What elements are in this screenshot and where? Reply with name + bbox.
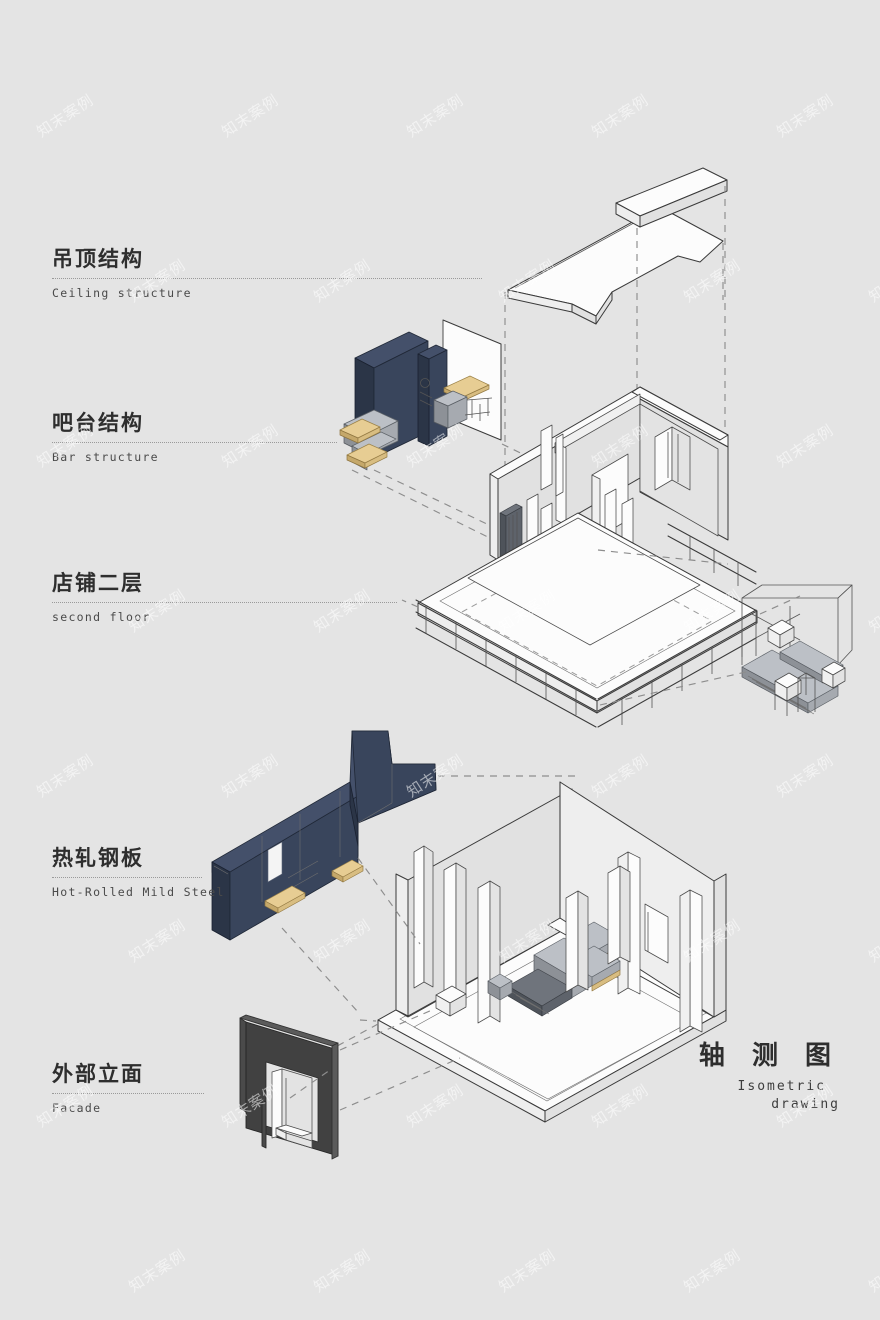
second-floor-leader-lines [401, 549, 801, 706]
component-ground-floor-bar [487, 865, 631, 1017]
label-bar: 吧台结构 Bar structure [52, 411, 337, 465]
label-bar-cn: 吧台结构 [52, 411, 144, 435]
label-steel-rule [52, 877, 202, 879]
label-bar-en: Bar structure [52, 450, 159, 465]
label-second-floor-en: second floor [52, 610, 151, 625]
component-steel-wall-panel [211, 730, 437, 941]
title-block: 轴 测 图 Isometric drawing [660, 1040, 840, 1112]
component-second-floor-slab [417, 512, 758, 714]
label-ceiling-en: Ceiling structure [52, 286, 192, 301]
label-steel-cn: 热轧钢板 [52, 846, 144, 870]
label-facade: 外部立面 Facade [52, 1062, 204, 1116]
label-steel: 热轧钢板 Hot-Rolled Mild Steel [52, 846, 225, 900]
label-second-floor-rule [52, 602, 397, 604]
title-cn: 轴 测 图 [698, 1041, 840, 1071]
component-furniture-cluster [741, 584, 853, 716]
label-ceiling-rule [52, 278, 482, 280]
component-ceiling-panel-small [615, 167, 728, 228]
title-en-line1: Isometric [737, 1078, 826, 1094]
bar-leader-lines [351, 443, 573, 544]
label-facade-en: Facade [52, 1101, 102, 1116]
label-steel-en: Hot-Rolled Mild Steel [52, 885, 225, 900]
steel-leader-lines [281, 775, 580, 1067]
component-balustrade [415, 523, 757, 728]
label-facade-cn: 外部立面 [52, 1062, 144, 1086]
ceiling-drop-lines [504, 186, 726, 470]
label-second-floor-cn: 店铺二层 [52, 571, 144, 595]
component-facade-panel [239, 1014, 339, 1160]
component-bar-steel-panels [354, 331, 448, 459]
label-ceiling-cn: 吊顶结构 [52, 247, 144, 271]
label-facade-rule [52, 1093, 204, 1095]
title-en-line2: drawing [771, 1096, 840, 1112]
label-second-floor: 店铺二层 second floor [52, 571, 397, 625]
component-bar-counter-wood [339, 375, 493, 471]
component-ceiling-panel-large [507, 206, 724, 325]
label-bar-rule [52, 442, 337, 444]
component-ground-floor-shell [377, 781, 727, 1123]
facade-leader-lines [289, 1009, 461, 1111]
label-ceiling: 吊顶结构 Ceiling structure [52, 247, 482, 301]
